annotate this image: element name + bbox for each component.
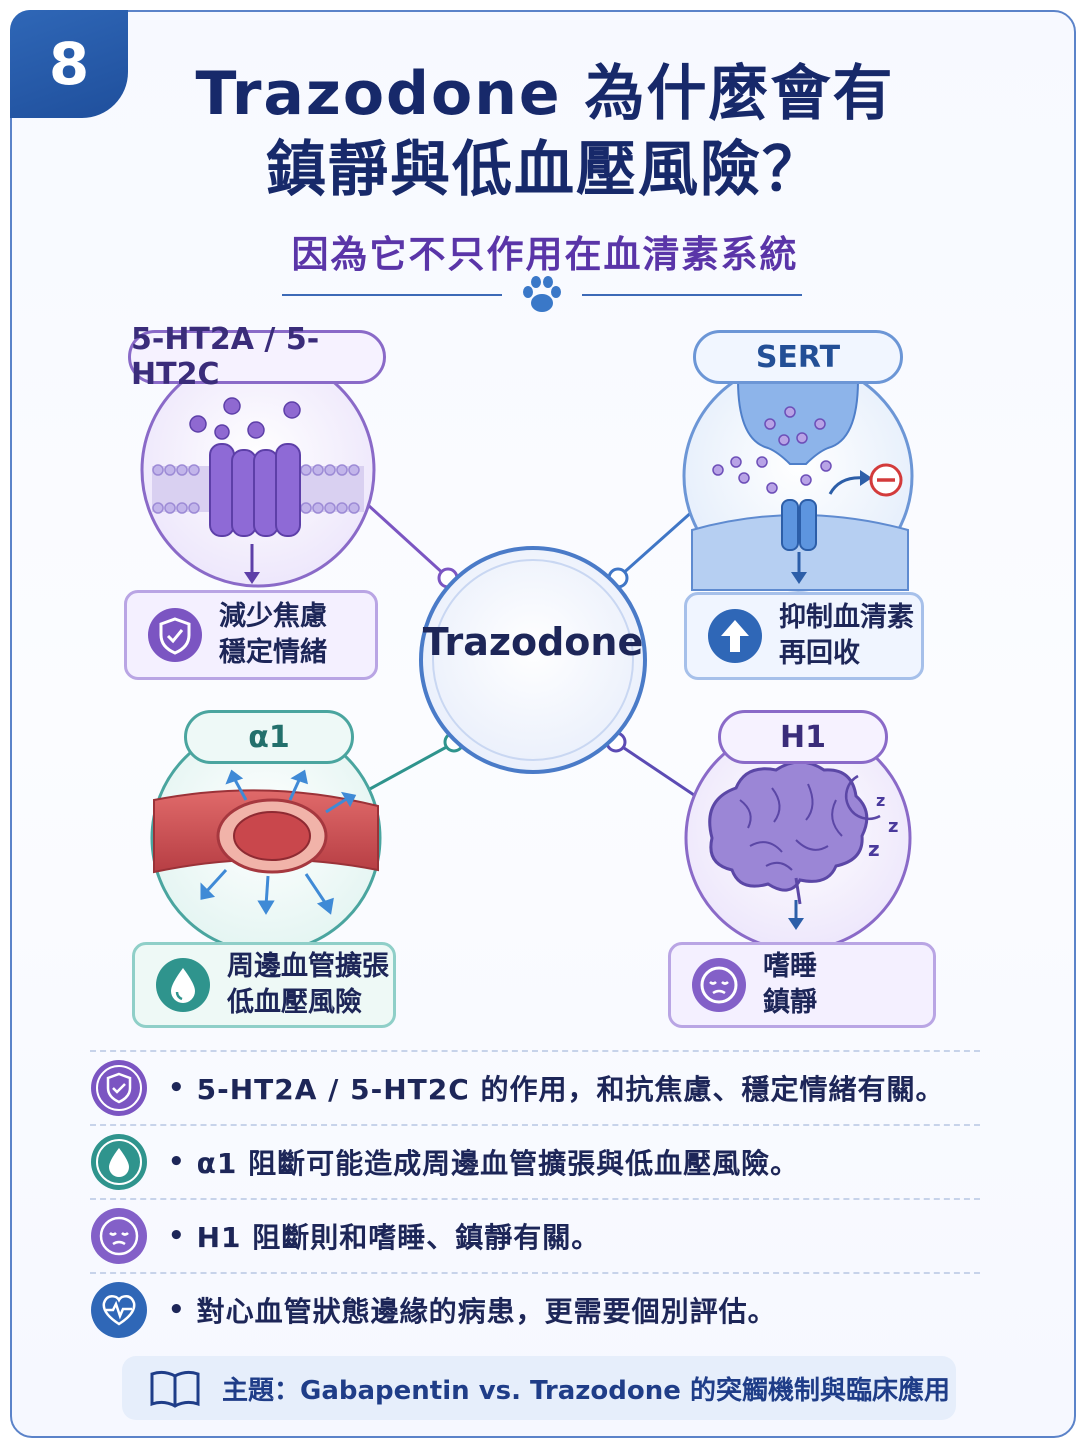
connector-ht2 bbox=[366, 503, 459, 589]
bullet-text: H1 阻斷則和嗜睡、鎮靜有關。 bbox=[196, 1221, 601, 1254]
droplet-icon bbox=[156, 958, 210, 1012]
alpha1-vessel-illustration bbox=[150, 722, 382, 954]
sert-pill: SERT bbox=[693, 330, 903, 384]
list-item: • α1 阻斷可能造成周邊血管擴張與低血壓風險。 bbox=[90, 1124, 980, 1198]
summary-list: • 5-HT2A / 5-HT2C 的作用，和抗焦慮、穩定情緒有關。 • α1 … bbox=[90, 1050, 980, 1346]
alpha1-pill: α1 bbox=[184, 710, 354, 764]
ht2-receptor-illustration bbox=[140, 352, 376, 588]
alpha1-effect-line1: 周邊血管擴張 bbox=[227, 950, 389, 982]
sleepy-face-icon bbox=[91, 1208, 147, 1264]
footer-text: 主題：Gabapentin vs. Trazodone 的突觸機制與臨床應用 bbox=[222, 1375, 950, 1406]
svg-text:z: z bbox=[876, 791, 885, 810]
list-item: • 對心血管狀態邊緣的病患，更需要個別評估。 bbox=[90, 1272, 980, 1346]
title-line-1: Trazodone 為什麼會有 bbox=[195, 59, 895, 129]
divider-left bbox=[282, 294, 502, 296]
shield-check-icon bbox=[91, 1060, 147, 1116]
h1-effect-box: 嗜睡 鎮靜 bbox=[668, 942, 936, 1028]
bullet-text: 5-HT2A / 5-HT2C 的作用，和抗焦慮、穩定情緒有關。 bbox=[196, 1073, 945, 1106]
subtitle: 因為它不只作用在血清素系統 bbox=[291, 233, 799, 276]
topic-footer: 主題：Gabapentin vs. Trazodone 的突觸機制與臨床應用 bbox=[122, 1356, 956, 1420]
divider-right bbox=[582, 294, 802, 296]
sert-effect-box: 抑制血清素 再回收 bbox=[684, 592, 924, 680]
book-icon bbox=[150, 1370, 200, 1408]
ht2-effect-box: 減少焦慮 穩定情緒 bbox=[124, 590, 378, 680]
alpha1-effect-line2: 低血壓風險 bbox=[227, 987, 362, 1018]
paw-icon bbox=[523, 276, 561, 312]
heart-pulse-icon bbox=[91, 1282, 147, 1338]
svg-text:z: z bbox=[868, 837, 880, 861]
droplet-icon bbox=[91, 1134, 147, 1190]
bullet-text: 對心血管狀態邊緣的病患，更需要個別評估。 bbox=[196, 1295, 777, 1328]
connector-sert bbox=[607, 508, 695, 589]
number-badge: 8 bbox=[10, 10, 128, 118]
ht2-effect-line2: 穩定情緒 bbox=[219, 637, 327, 668]
ht2-receptor-pill: 5-HT2A / 5-HT2C bbox=[128, 322, 386, 392]
center-drug-label: Trazodone bbox=[422, 620, 644, 664]
connector-alpha1 bbox=[367, 731, 465, 792]
sleepy-face-icon bbox=[692, 958, 746, 1012]
h1-pill: H1 bbox=[718, 710, 888, 764]
center-node bbox=[419, 546, 647, 774]
list-item: • 5-HT2A / 5-HT2C 的作用，和抗焦慮、穩定情緒有關。 bbox=[90, 1050, 980, 1124]
sert-illustration bbox=[682, 360, 914, 592]
connector-h1 bbox=[605, 731, 695, 797]
title-line-2: 鎮靜與低血壓風險？ bbox=[266, 135, 824, 205]
arrow-up-icon bbox=[708, 609, 762, 663]
list-item: • H1 阻斷則和嗜睡、鎮靜有關。 bbox=[90, 1198, 980, 1272]
ht2-effect-line1: 減少焦慮 bbox=[219, 600, 327, 632]
bullet-text: α1 阻斷可能造成周邊血管擴張與低血壓風險。 bbox=[196, 1147, 800, 1180]
shield-check-icon bbox=[148, 608, 202, 662]
h1-effect-line1: 嗜睡 bbox=[763, 950, 817, 982]
alpha1-effect-box: 周邊血管擴張 低血壓風險 bbox=[132, 942, 396, 1028]
sert-effect-line2: 再回收 bbox=[779, 638, 860, 669]
sert-effect-line1: 抑制血清素 bbox=[779, 601, 914, 633]
h1-effect-line2: 鎮靜 bbox=[763, 987, 817, 1018]
h1-brain-illustration: z z z bbox=[684, 724, 912, 952]
svg-text:z: z bbox=[888, 816, 898, 837]
